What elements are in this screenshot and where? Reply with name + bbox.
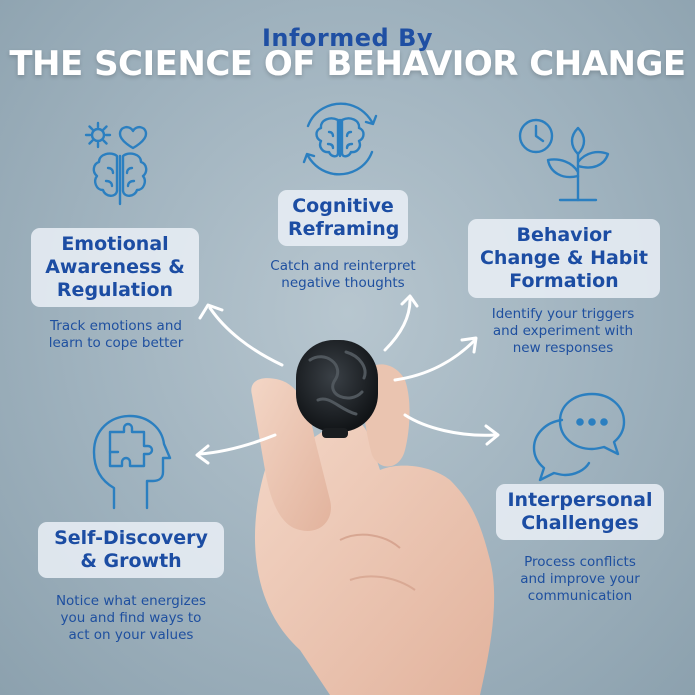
emotional-label-line1: Emotional [61, 233, 169, 255]
device [296, 340, 378, 438]
selfdiscovery-desc-line3: act on your values [68, 627, 194, 643]
brain-gear-heart-icon [80, 118, 160, 216]
arrow-emotional [208, 306, 284, 367]
cognitive-desc-line2: negative thoughts [281, 275, 405, 291]
interpersonal-label-line2: Challenges [521, 512, 639, 534]
interpersonal-label: Interpersonal Challenges [496, 484, 664, 540]
interpersonal-desc-line2: and improve your [520, 571, 640, 587]
arrow-behavior [393, 338, 477, 382]
cognitive-desc-line1: Catch and reinterpret [270, 258, 416, 274]
selfdiscovery-description: Notice what energizes you and find ways … [36, 593, 226, 644]
arrow-cognitive [383, 298, 412, 352]
behavior-desc-line3: new responses [512, 340, 614, 356]
pretitle: Informed By [261, 24, 434, 52]
emotional-label-line2: Awareness & [45, 256, 185, 278]
brain-cycle-icon [290, 96, 390, 182]
interpersonal-description: Process conflicts and improve your commu… [490, 554, 670, 605]
behavior-desc-line1: Identify your triggers [491, 306, 635, 322]
behavior-label-line1: Behavior [516, 224, 612, 246]
behavior-label-line2: Change & Habit [479, 247, 649, 269]
selfdiscovery-label-line1: Self-Discovery [54, 527, 208, 549]
selfdiscovery-desc-line1: Notice what energizes [55, 593, 207, 609]
cognitive-description: Catch and reinterpret negative thoughts [250, 258, 436, 292]
chat-bubbles-icon [530, 390, 630, 482]
clock-sprout-icon [516, 114, 612, 206]
behavior-label: Behavior Change & Habit Formation [468, 219, 660, 298]
interpersonal-desc-line3: communication [527, 588, 633, 604]
selfdiscovery-desc-line2: you and find ways to [60, 610, 202, 626]
emotional-label: Emotional Awareness & Regulation [31, 228, 199, 307]
page-title: THE SCIENCE OF BEHAVIOR CHANGE [9, 44, 686, 84]
interpersonal-label-line1: Interpersonal [507, 489, 653, 511]
behavior-desc-line2: and experiment with [492, 323, 634, 339]
emotional-label-line3: Regulation [56, 279, 174, 301]
cognitive-label: Cognitive Reframing [278, 190, 408, 246]
behavior-label-line3: Formation [509, 270, 619, 292]
emotional-desc-line2: learn to cope better [48, 335, 184, 351]
puzzle-head-icon [90, 412, 174, 510]
behavior-description: Identify your triggers and experiment wi… [470, 306, 656, 357]
selfdiscovery-label-line2: & Growth [80, 550, 182, 572]
emotional-desc-line1: Track emotions and [50, 318, 182, 334]
interpersonal-desc-line1: Process conflicts [524, 554, 636, 570]
arrow-interpersonal [403, 413, 497, 437]
cognitive-label-line1: Cognitive [292, 195, 394, 217]
cognitive-label-line2: Reframing [288, 218, 400, 240]
emotional-description: Track emotions and learn to cope better [26, 318, 206, 352]
arrow-selfdiscovery [198, 433, 277, 456]
selfdiscovery-label: Self-Discovery & Growth [38, 522, 224, 578]
